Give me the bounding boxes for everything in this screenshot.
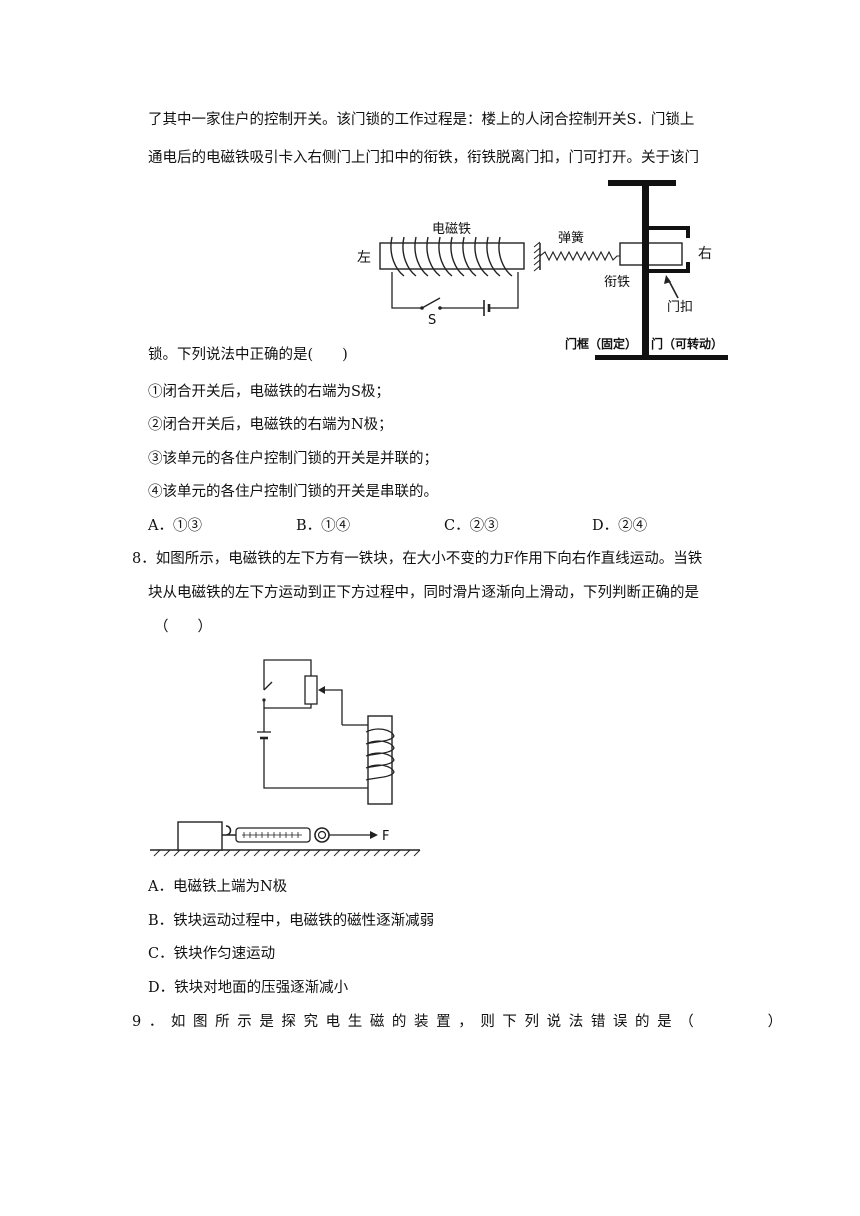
q8-stem-line-1: 8．如图所示，电磁铁的左下方有一铁块，在大小不变的力F作用下向右作直线运动。当铁	[132, 551, 703, 567]
door-frame-label: 门框（固定）	[565, 336, 637, 351]
right-label: 右	[698, 246, 712, 262]
q8-switch-blade	[263, 681, 273, 691]
left-label: 左	[357, 250, 371, 266]
q7-statement-3: ③该单元的各住户控制门锁的开关是并联的；	[148, 451, 438, 467]
armature	[619, 242, 683, 266]
armature-label: 衔铁	[604, 275, 630, 290]
q7-option-b: B．①④	[296, 518, 351, 534]
q8-stem-line-2: 块从电磁铁的左下方运动到正下方过程中，同时滑片逐渐向上滑动，下列判断正确的是	[148, 585, 699, 601]
q9-stem-line-1: 9．如图所示是探究电生磁的装置，则下列说法错误的是（ ）	[132, 1014, 790, 1030]
iron-block	[177, 821, 223, 851]
door-frame-post	[642, 180, 649, 360]
q8-option-a: A．电磁铁上端为N极	[148, 879, 288, 895]
lock-circuit-wire	[391, 272, 422, 309]
q8-option-c: C．铁块作匀速运动	[148, 946, 276, 962]
force-label: F	[382, 829, 389, 844]
electromagnet-coil	[390, 236, 513, 277]
q7-statement-1: ①闭合开关后，电磁铁的右端为S极；	[148, 384, 390, 400]
electromagnet-label: 电磁铁	[432, 222, 471, 237]
q7-intro-line-3: 锁。下列说法中正确的是( )	[148, 347, 348, 363]
rheostat	[304, 675, 318, 705]
door-frame-top	[608, 180, 676, 186]
rheostat-slider	[322, 689, 343, 725]
q7-option-d: D．②④	[592, 518, 648, 534]
q8-circuit-wire	[263, 659, 312, 690]
switch-s-blade	[421, 297, 441, 309]
q7-statement-4: ④该单元的各住户控制门锁的开关是串联的。	[148, 484, 438, 500]
q8-option-d: D．铁块对地面的压强逐渐减小	[148, 980, 349, 996]
electromagnet-core	[379, 242, 525, 270]
spring-scale-hook	[222, 825, 236, 836]
door-base	[595, 355, 728, 360]
q7-intro-line-2: 通电后的电磁铁吸引卡入右侧门上门扣中的衔铁，衔铁脱离门扣，门可打开。关于该门	[148, 150, 699, 166]
q8-stem-line-3: （ ）	[154, 619, 212, 635]
spring-icon	[539, 250, 620, 262]
q8-option-b: B．铁块运动过程中，电磁铁的磁性逐渐减弱	[148, 913, 435, 929]
q7-intro-line-1: 了其中一家住户的控制开关。该门锁的工作过程是：楼上的人闭合控制开关S．门锁上	[148, 112, 695, 128]
q7-statement-2: ②闭合开关后，电磁铁的右端为N极；	[148, 417, 393, 433]
ground-hatch	[153, 849, 421, 857]
spring-scale-ring	[314, 827, 330, 843]
spring-scale	[235, 827, 311, 843]
q8-electromagnet-core	[367, 715, 393, 805]
latch-label: 门扣	[667, 300, 693, 315]
q7-option-c: C．②③	[444, 518, 499, 534]
q7-option-a: A．①③	[148, 518, 202, 534]
latch-bottom	[649, 262, 690, 273]
latch-top	[649, 226, 690, 238]
switch-label: S	[428, 313, 436, 328]
q8-electromagnet-coil	[365, 728, 395, 781]
spring-label: 弹簧	[558, 230, 584, 246]
latch-pointer-arrow	[667, 278, 679, 299]
door-label: 门（可转动）	[651, 336, 723, 351]
